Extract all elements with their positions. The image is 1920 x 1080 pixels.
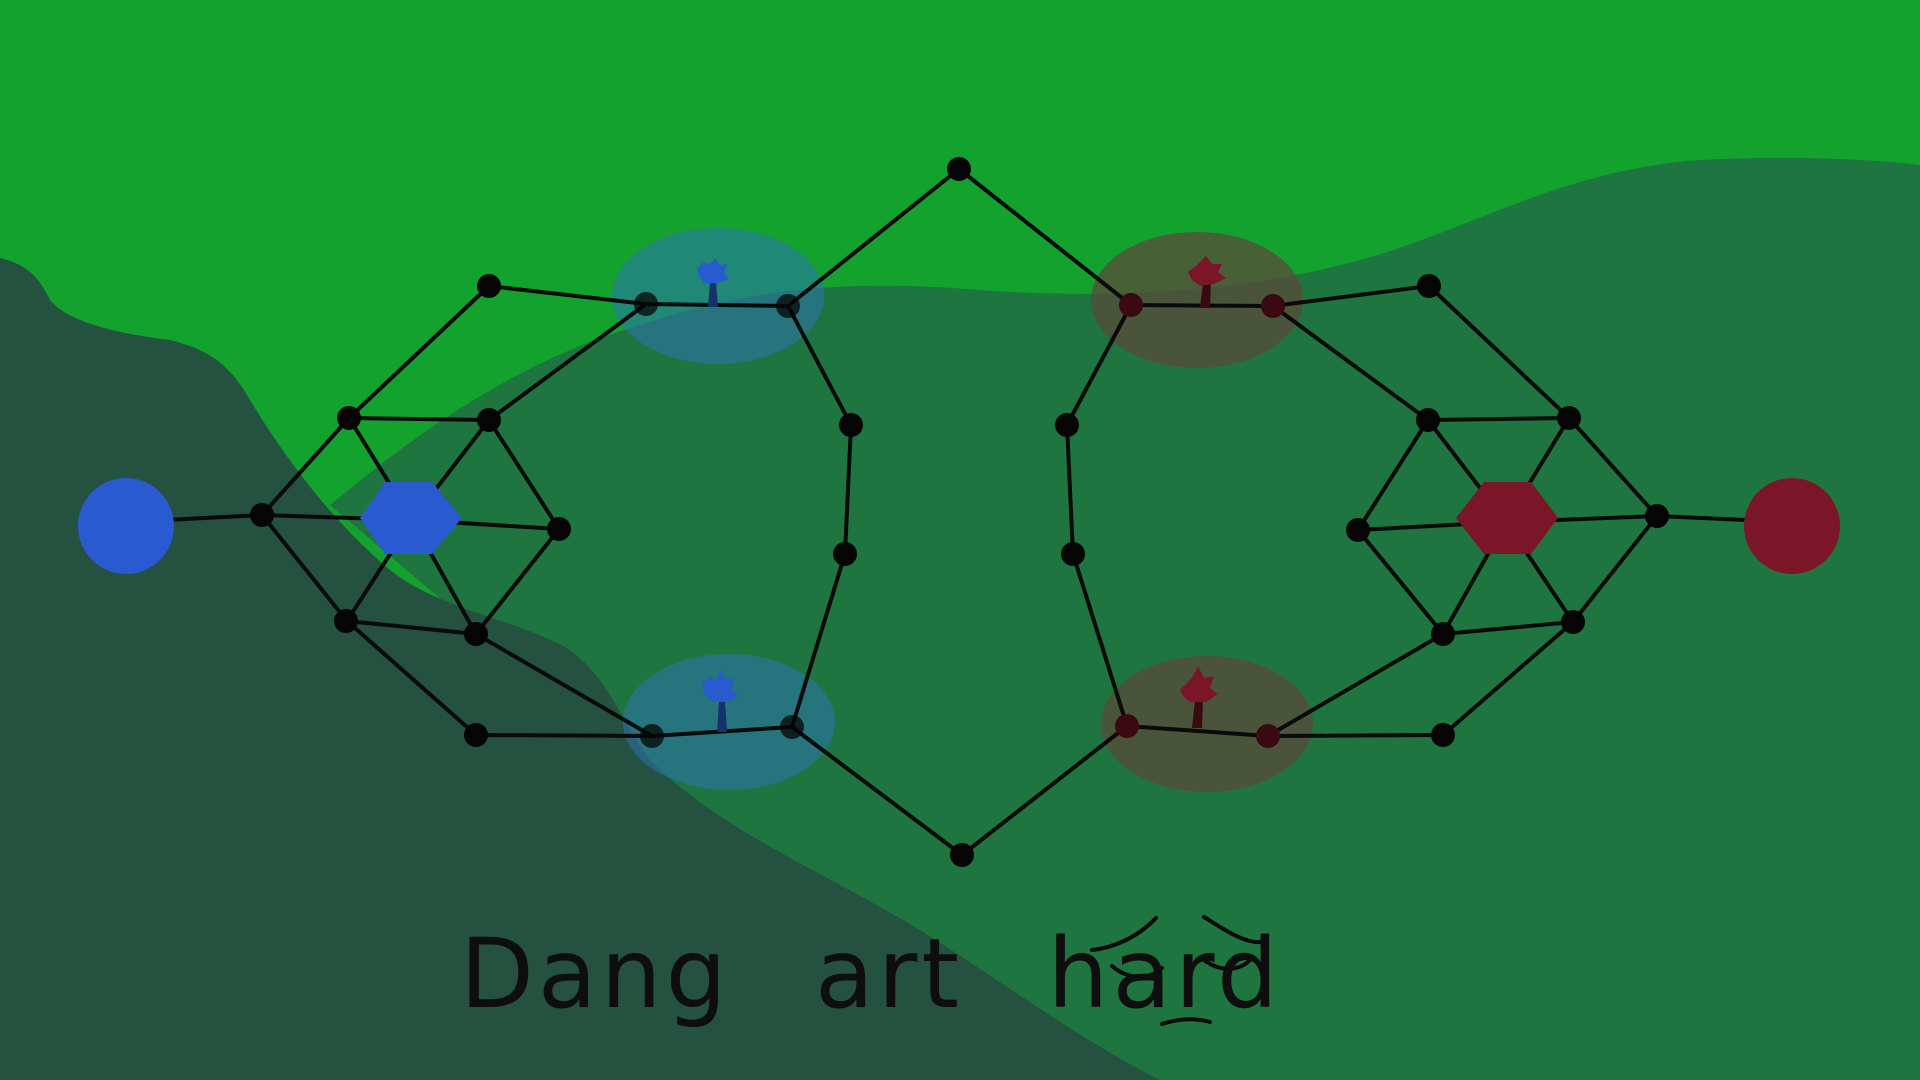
path xyxy=(790,552,847,729)
node[interactable] xyxy=(547,517,571,541)
node[interactable] xyxy=(250,503,274,527)
node[interactable] xyxy=(1115,714,1139,738)
node[interactable] xyxy=(780,715,804,739)
path xyxy=(1441,620,1575,737)
path xyxy=(1266,632,1445,738)
node[interactable] xyxy=(634,292,658,316)
node[interactable] xyxy=(464,723,488,747)
path xyxy=(1427,284,1571,420)
path xyxy=(487,418,561,531)
path xyxy=(786,304,853,427)
node[interactable] xyxy=(1346,518,1370,542)
node[interactable] xyxy=(776,294,800,318)
path xyxy=(1571,514,1659,624)
flag-icon[interactable] xyxy=(1188,256,1226,308)
node[interactable] xyxy=(1055,413,1079,437)
path xyxy=(260,416,351,517)
path xyxy=(487,302,648,422)
node[interactable] xyxy=(337,406,361,430)
red-zone-top[interactable] xyxy=(1091,232,1303,368)
node[interactable] xyxy=(640,724,664,748)
path xyxy=(786,167,961,308)
node[interactable] xyxy=(1256,724,1280,748)
path xyxy=(487,284,648,306)
red-zone-bottom[interactable] xyxy=(1101,656,1313,792)
node[interactable] xyxy=(1417,274,1441,298)
blue-zone-top[interactable] xyxy=(612,228,824,364)
node[interactable] xyxy=(477,274,501,298)
hill-left xyxy=(0,258,1160,1080)
path xyxy=(474,527,561,636)
flag-icon[interactable] xyxy=(1180,666,1218,728)
node[interactable] xyxy=(1119,293,1143,317)
node[interactable] xyxy=(950,843,974,867)
blue-base[interactable] xyxy=(360,482,462,554)
red-base[interactable] xyxy=(1456,482,1558,554)
path xyxy=(1271,304,1430,422)
caption-text: Dang art hard xyxy=(460,918,1282,1030)
path xyxy=(345,619,478,737)
path xyxy=(1441,620,1575,636)
path xyxy=(1271,284,1431,308)
node[interactable] xyxy=(1261,294,1285,318)
path xyxy=(843,423,853,556)
node[interactable] xyxy=(947,157,971,181)
path xyxy=(1065,303,1133,427)
node[interactable] xyxy=(1061,542,1085,566)
node[interactable] xyxy=(1557,406,1581,430)
node[interactable] xyxy=(477,408,501,432)
node[interactable] xyxy=(839,413,863,437)
path xyxy=(1426,416,1571,422)
node[interactable] xyxy=(1416,408,1440,432)
hill-right xyxy=(330,157,1920,1080)
path xyxy=(1065,423,1075,556)
flag-icon[interactable] xyxy=(697,258,729,307)
node[interactable] xyxy=(464,622,488,646)
path xyxy=(1071,552,1129,728)
path xyxy=(347,284,491,420)
node[interactable] xyxy=(1431,723,1455,747)
path xyxy=(260,513,349,623)
path xyxy=(790,725,964,857)
path xyxy=(1356,528,1445,636)
blue-zone-bottom[interactable] xyxy=(623,654,835,790)
path xyxy=(474,632,654,738)
map-nodes xyxy=(250,157,1669,867)
sleepy-face-icon xyxy=(1090,915,1264,1026)
node[interactable] xyxy=(1561,610,1585,634)
path xyxy=(1125,724,1270,738)
node[interactable] xyxy=(833,542,857,566)
path xyxy=(474,733,654,738)
path xyxy=(1356,418,1430,532)
node[interactable] xyxy=(1431,622,1455,646)
path xyxy=(345,619,478,636)
flag-icon[interactable] xyxy=(702,670,738,732)
path xyxy=(957,167,1133,307)
path xyxy=(1567,416,1659,518)
path xyxy=(347,416,491,422)
objective-zones xyxy=(612,228,1313,792)
blue-spawn[interactable] xyxy=(78,478,174,574)
path xyxy=(960,724,1129,857)
node[interactable] xyxy=(1645,504,1669,528)
node[interactable] xyxy=(334,609,358,633)
path xyxy=(1266,733,1445,738)
red-spawn[interactable] xyxy=(1744,478,1840,574)
